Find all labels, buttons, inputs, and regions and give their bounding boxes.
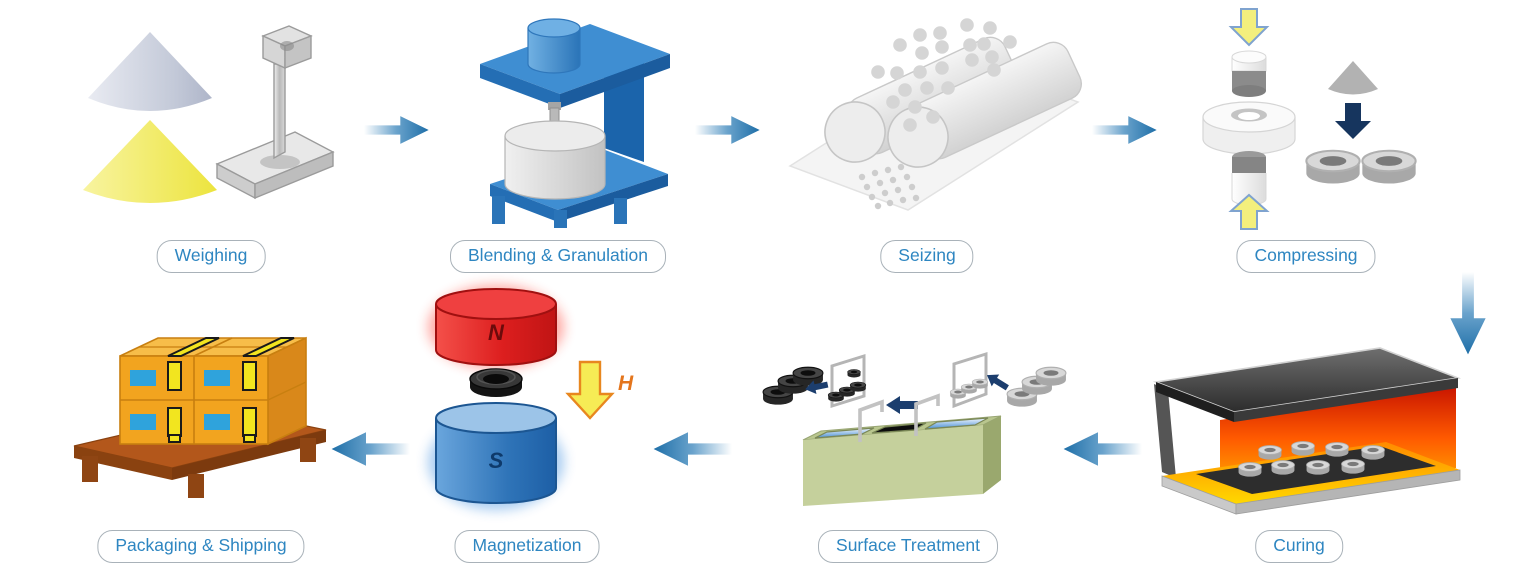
flow-arrow-left-2 [652, 426, 732, 472]
plating-bath-2 [871, 422, 927, 434]
press-down-arrow [1228, 8, 1270, 47]
box-stack [119, 336, 307, 446]
treatment-tank [802, 415, 1002, 506]
surface-treatment-illustration [762, 351, 1067, 506]
load-arrow [986, 374, 1009, 391]
right-rack [952, 351, 988, 409]
press-die [1202, 101, 1296, 155]
seizing-illustration [788, 18, 1083, 211]
flow-arrow-right-3 [1092, 108, 1158, 152]
pressed-rings [1305, 149, 1417, 185]
flow-arrow-right-1 [364, 108, 430, 152]
box-straps [167, 337, 295, 443]
fine-particles [858, 163, 920, 210]
forming-arrow [1335, 103, 1371, 139]
step-label-blending-granulation: Blending & Granulation [450, 240, 666, 273]
uncoated-rings [1006, 366, 1067, 408]
packaging-illustration [73, 336, 327, 498]
field-arrow [565, 360, 615, 420]
unload-arrow [805, 380, 829, 395]
crushing-rollers [824, 36, 1083, 168]
step-label-compressing: Compressing [1236, 240, 1376, 273]
coarse-particles [871, 18, 1017, 132]
box-labels [130, 370, 230, 430]
north-pole-label: N [488, 320, 505, 345]
north-magnet: N [435, 288, 557, 366]
gray-powder-cone [88, 32, 212, 111]
immersed-rack-handles [858, 393, 940, 442]
plating-bath-3 [924, 417, 989, 430]
step-label-seizing: Seizing [880, 240, 974, 273]
powder-cone-small [1328, 61, 1378, 95]
field-label: H [618, 372, 634, 395]
magnetization-illustration: N S H [428, 285, 634, 510]
step-label-surface-treatment: Surface Treatment [818, 530, 998, 563]
transfer-arrow [886, 396, 918, 414]
yellow-powder-cone [83, 120, 217, 203]
step-label-curing: Curing [1255, 530, 1343, 563]
flow-arrow-left-3 [330, 426, 410, 472]
weighing-illustration [83, 25, 335, 203]
compressing-illustration [1202, 8, 1417, 230]
magnet-ring [469, 368, 523, 397]
step-label-weighing: Weighing [156, 240, 266, 273]
step-label-magnetization: Magnetization [454, 530, 600, 563]
left-rack [830, 353, 866, 409]
flow-arrow-right-2 [695, 108, 761, 152]
platform-scale [215, 25, 335, 200]
flow-arrow-left-1 [1062, 426, 1142, 472]
south-pole-label: S [489, 448, 504, 473]
press-lower-punch [1231, 151, 1267, 206]
flow-arrow-down [1444, 272, 1492, 356]
furnace [1152, 347, 1462, 515]
press-upper-punch [1231, 50, 1267, 97]
blending-machine-illustration [480, 18, 670, 228]
south-magnet: S [435, 402, 557, 504]
curing-illustration [1152, 347, 1462, 515]
press-up-arrow [1228, 193, 1270, 230]
blending-machine [480, 18, 670, 228]
step-label-packaging-shipping: Packaging & Shipping [97, 530, 305, 563]
